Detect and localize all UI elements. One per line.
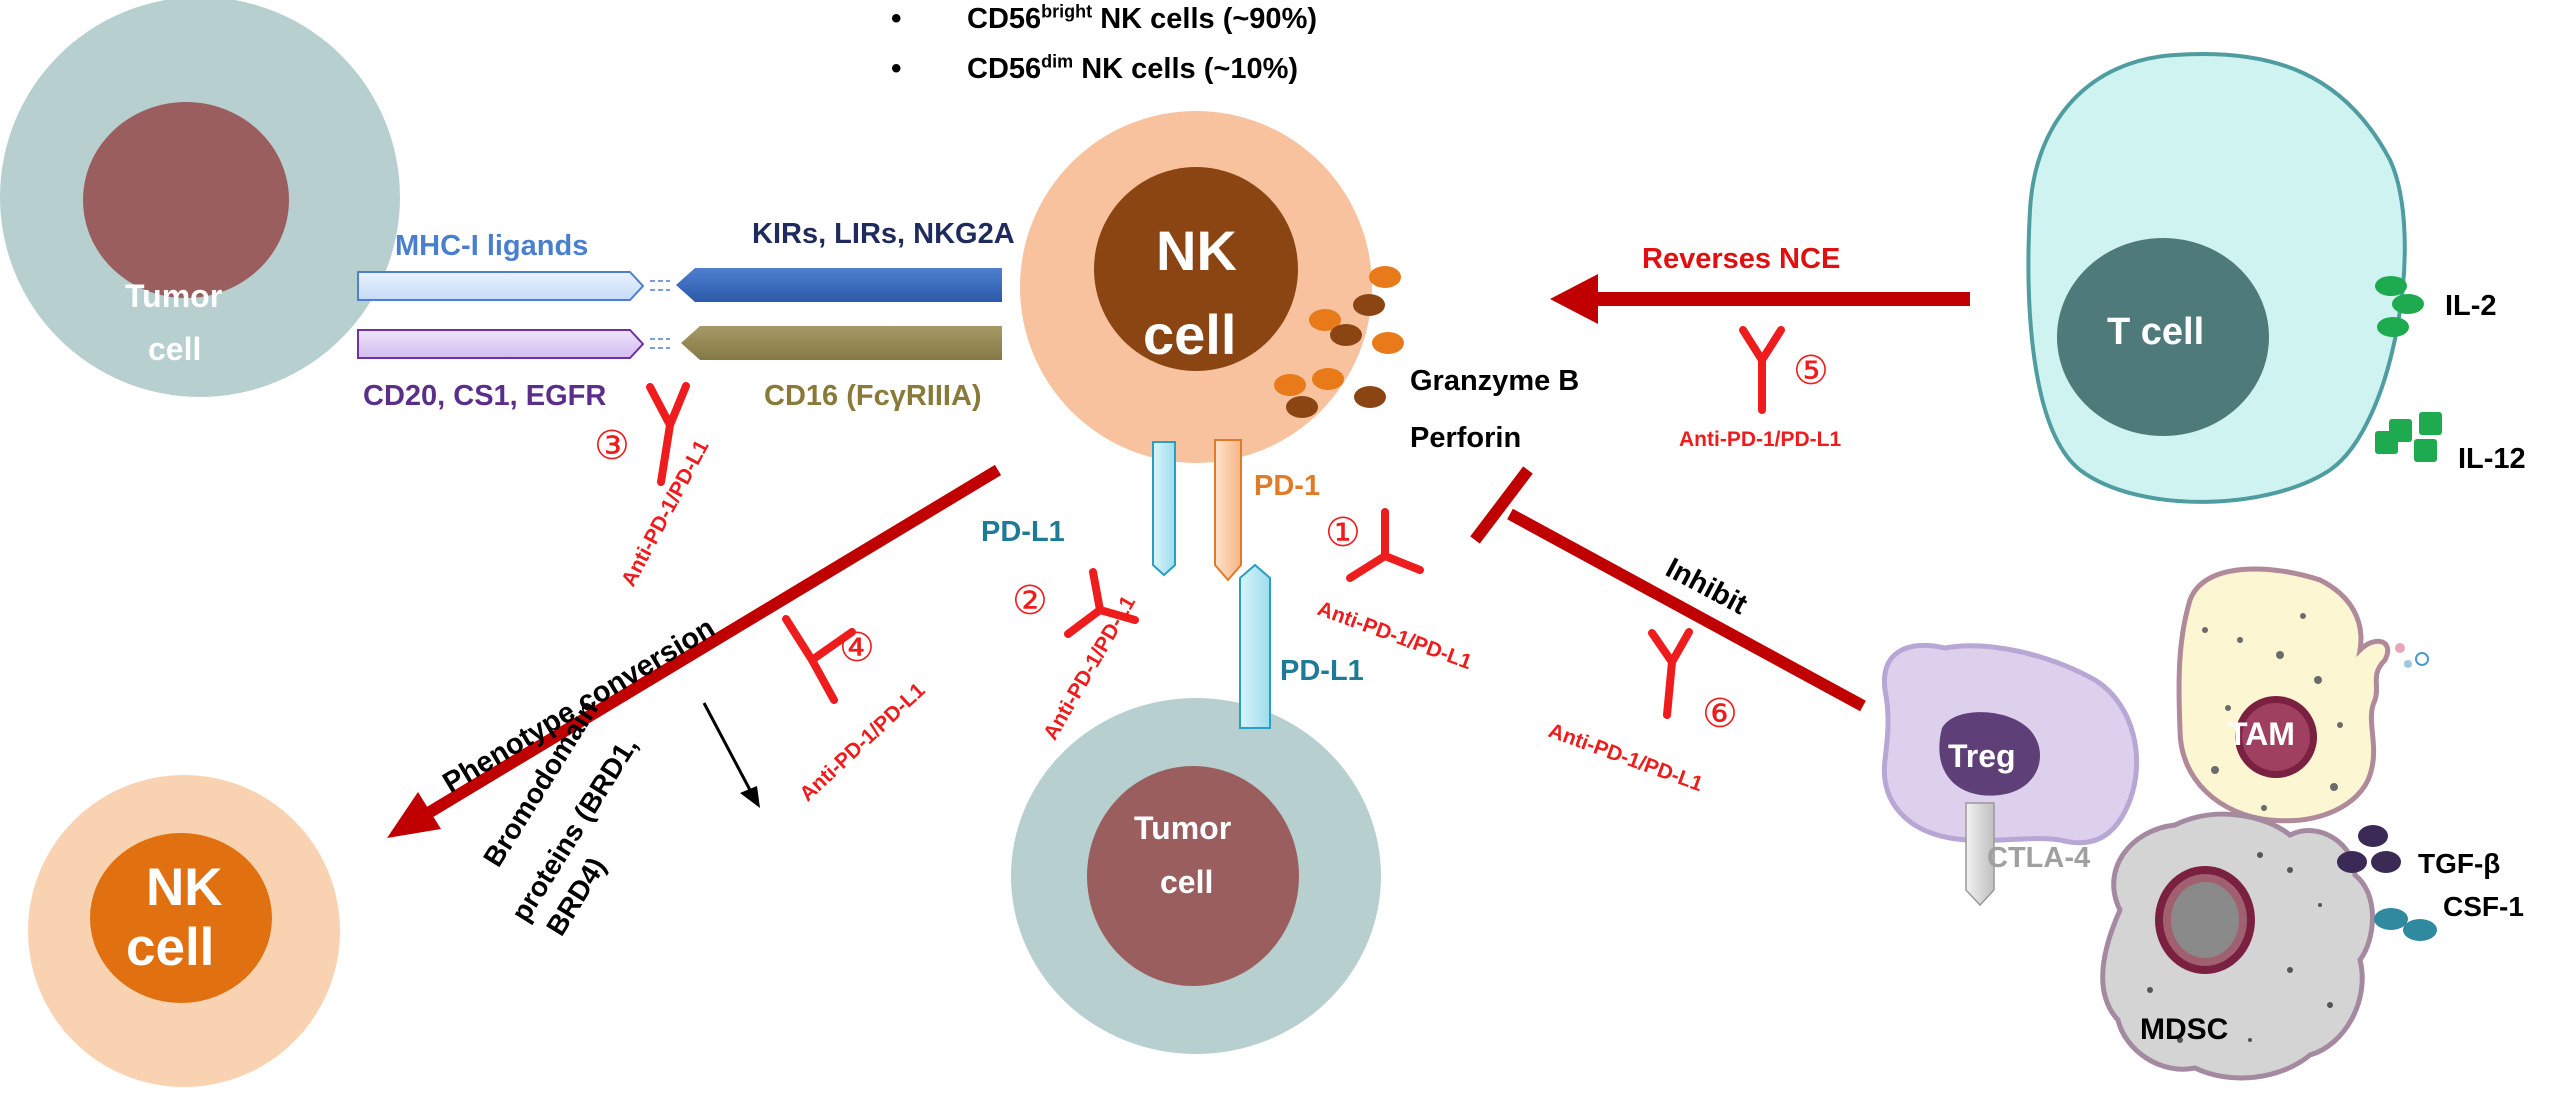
pd1-receptor — [1214, 439, 1242, 582]
mhc-ligands-label: MHC-I ligands — [395, 230, 589, 262]
pdl1-on-nk — [1152, 441, 1176, 577]
csf1-label: CSF-1 — [2443, 891, 2524, 922]
reverses-nce-arrow — [1550, 274, 1970, 324]
t-cell-label: T cell — [2107, 311, 2205, 353]
antibody-2 — [1064, 568, 1139, 638]
cd56-bright-suffix: NK cells (~90%) — [1092, 3, 1318, 35]
antibody-6 — [1648, 628, 1693, 719]
antibody-5 — [1739, 326, 1785, 414]
pd1-label: PD-1 — [1254, 470, 1321, 502]
antibody-3 — [646, 382, 690, 486]
cd16-receptor-bar — [681, 326, 1002, 360]
il12-label: IL-12 — [2458, 443, 2526, 475]
tumor-left-line2: cell — [148, 331, 202, 367]
nk-cell-phenotype — [28, 775, 340, 1087]
ctla4-label: CTLA-4 — [1987, 842, 2091, 874]
cd56-bright-label: CD56bright NK cells (~90%) — [967, 1, 1318, 35]
perforin-label: Perforin — [1410, 422, 1522, 454]
antibody-1 — [1346, 508, 1424, 582]
cd56-dim-prefix: CD56 — [967, 53, 1042, 85]
t-cell — [2026, 51, 2407, 504]
cd16-label: CD16 (FcγRIIIA) — [764, 380, 982, 412]
antibody-5-label: Anti-PD-1/PD-L1 — [1679, 428, 1842, 451]
bullet-dot-1: • — [891, 2, 902, 35]
tumor-cell-left — [0, 0, 400, 397]
reverses-nce-label: Reverses NCE — [1642, 243, 1841, 275]
cd56-bright-prefix: CD56 — [967, 3, 1042, 35]
tam-cell — [2176, 566, 2429, 824]
tgfb-label: TGF-β — [2418, 848, 2501, 879]
nk-cell-main — [1020, 111, 1372, 463]
cd56-dim-label: CD56dim NK cells (~10%) — [967, 51, 1299, 85]
tgfb-molecules — [2337, 825, 2401, 873]
nk-phenotype-line2: cell — [126, 918, 215, 977]
treg-cell — [1881, 642, 2140, 846]
dashed-links — [650, 280, 670, 349]
tam-label: TAM — [2228, 716, 2295, 752]
nk-main-line2: cell — [1143, 303, 1237, 366]
granzyme-granules — [1274, 266, 1404, 418]
mdsc-cell — [2100, 811, 2375, 1081]
inhibit-arrow — [1470, 466, 1866, 712]
kir-receptor-bar — [676, 268, 1002, 302]
kirs-label: KIRs, LIRs, NKG2A — [752, 218, 1015, 250]
cd20-bar — [357, 329, 645, 359]
bullet-dot-2: • — [891, 52, 902, 85]
marker-1: ① — [1325, 511, 1361, 555]
tumor-left-line1: Tumor — [125, 278, 223, 314]
pdl1-upper-label: PD-L1 — [981, 516, 1065, 548]
il12-molecules — [2375, 412, 2442, 462]
mhc-ligand-bar — [357, 271, 645, 301]
mdsc-label: MDSC — [2140, 1013, 2229, 1046]
tumor-bottom-line2: cell — [1160, 864, 1214, 900]
antibody-4 — [782, 615, 856, 704]
treg-label: Treg — [1948, 738, 2016, 774]
tumor-bottom-line1: Tumor — [1134, 810, 1232, 846]
cd56-dim-sup: dim — [1041, 51, 1074, 72]
marker-4: ④ — [839, 626, 875, 670]
ctla4-receptor — [1965, 802, 1995, 907]
phenotype-conversion-arrow — [387, 464, 1002, 838]
il2-molecules — [2375, 276, 2424, 337]
marker-6: ⑥ — [1702, 692, 1738, 736]
pdl1-on-tumor — [1239, 563, 1271, 729]
marker-2: ② — [1012, 579, 1048, 623]
marker-3: ③ — [594, 424, 630, 468]
cd56-dim-suffix: NK cells (~10%) — [1073, 53, 1299, 85]
nk-phenotype-line1: NK — [146, 858, 223, 917]
cd20-label: CD20, CS1, EGFR — [363, 380, 607, 412]
tumor-cell-bottom — [1011, 698, 1381, 1054]
marker-5: ⑤ — [1793, 349, 1829, 393]
bromodomain-arrow — [702, 702, 760, 808]
granzyme-label: Granzyme B — [1410, 365, 1580, 397]
cd56-bright-sup: bright — [1041, 1, 1093, 22]
csf1-molecules — [2374, 908, 2437, 941]
pdl1-lower-label: PD-L1 — [1280, 655, 1364, 687]
nk-main-line1: NK — [1156, 219, 1237, 282]
il2-label: IL-2 — [2445, 290, 2497, 322]
